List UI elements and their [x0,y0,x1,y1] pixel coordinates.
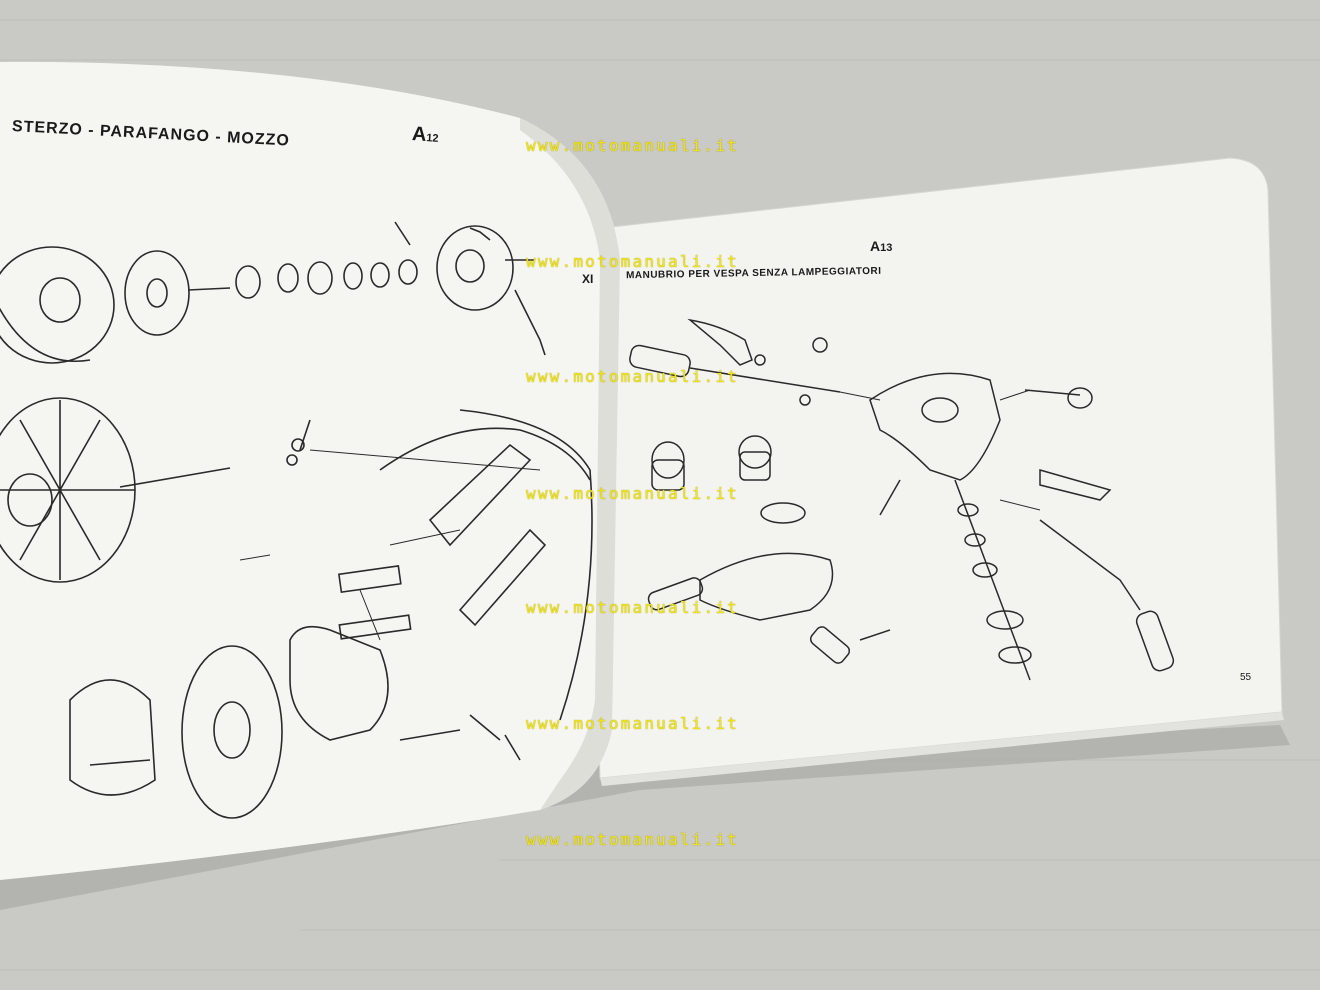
watermark-1: www.motomanuali.it [526,136,739,155]
gutter-shadow [520,118,620,810]
left-diagram-hub-parts [0,221,593,819]
right-diagram-handlebar-parts [629,318,1175,681]
right-page-code: A13 [870,238,892,254]
left-page-code-number: 12 [425,132,439,145]
right-page-edge [600,712,1284,786]
left-page-code: A12 [411,123,439,148]
left-page [0,61,620,880]
right-page-code-letter: A [870,238,881,254]
right-page-section: XI [582,272,594,286]
right-page [584,157,1283,779]
watermark-6: www.motomanuali.it [526,714,739,733]
right-page-code-number: 13 [880,242,893,254]
watermark-3: www.motomanuali.it [526,367,739,386]
watermark-4: www.motomanuali.it [526,484,739,503]
watermark-5: www.motomanuali.it [526,598,739,617]
page-number: 55 [1240,672,1252,683]
watermark-2: www.motomanuali.it [526,252,739,271]
watermark-7: www.motomanuali.it [526,830,739,849]
